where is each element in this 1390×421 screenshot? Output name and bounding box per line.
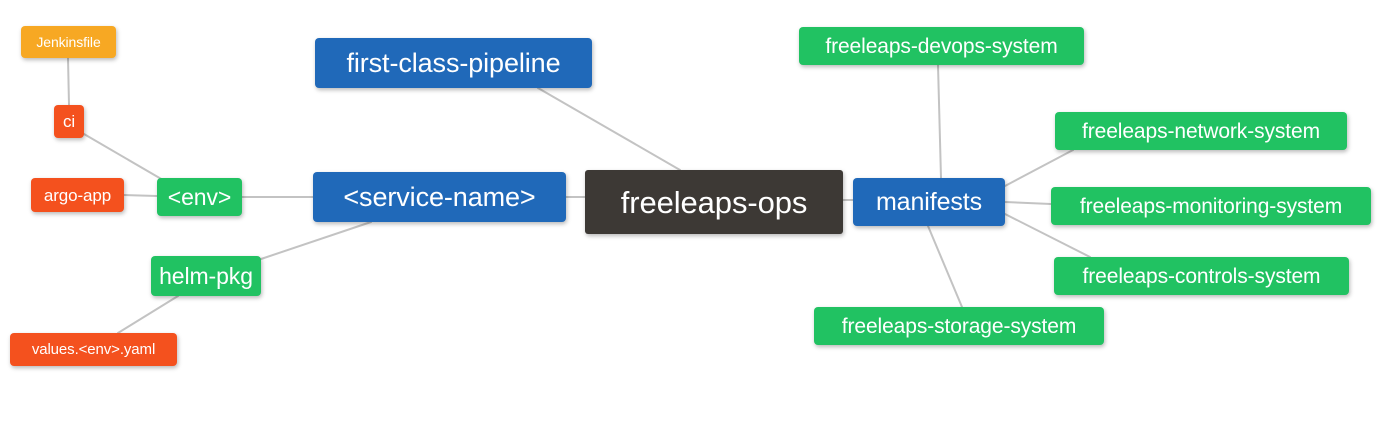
- edge-manifests-to-freeleaps-network-system: [1004, 149, 1074, 187]
- node-helm-pkg[interactable]: helm-pkg: [151, 256, 261, 296]
- node-root[interactable]: freeleaps-ops: [585, 170, 843, 234]
- node-manifests[interactable]: manifests: [853, 178, 1005, 226]
- edge-values-yaml-to-helm-pkg: [117, 295, 179, 334]
- node-label: freeleaps-controls-system: [1082, 264, 1321, 288]
- node-freeleaps-network-system[interactable]: freeleaps-network-system: [1055, 112, 1347, 150]
- node-freeleaps-devops-system[interactable]: freeleaps-devops-system: [799, 27, 1084, 65]
- node-label: manifests: [875, 187, 983, 216]
- node-label: helm-pkg: [159, 262, 253, 289]
- edge-first-class-pipeline-to-root: [537, 87, 681, 171]
- edge-helm-pkg-to-service-name: [260, 221, 372, 260]
- edge-ci-to-env: [83, 133, 164, 181]
- edge-manifests-to-freeleaps-devops-system: [937, 64, 942, 179]
- node-service-name[interactable]: <service-name>: [313, 172, 566, 222]
- edge-manifests-to-freeleaps-storage-system: [927, 225, 963, 308]
- edge-jenkinsfile-to-ci: [67, 57, 70, 106]
- node-label: first-class-pipeline: [346, 47, 561, 78]
- node-label: freeleaps-network-system: [1081, 119, 1320, 143]
- node-values-yaml[interactable]: values.<env>.yaml: [10, 333, 177, 366]
- node-label: <env>: [167, 183, 232, 210]
- node-freeleaps-controls-system[interactable]: freeleaps-controls-system: [1054, 257, 1349, 295]
- node-label: <service-name>: [343, 181, 536, 212]
- node-jenkinsfile[interactable]: Jenkinsfile: [21, 26, 116, 58]
- node-label: values.<env>.yaml: [31, 341, 156, 358]
- node-freeleaps-monitoring-system[interactable]: freeleaps-monitoring-system: [1051, 187, 1371, 225]
- edge-argo-app-to-env: [123, 194, 158, 197]
- node-label: freeleaps-ops: [620, 184, 808, 220]
- node-first-class-pipeline[interactable]: first-class-pipeline: [315, 38, 592, 88]
- node-ci[interactable]: ci: [54, 105, 84, 138]
- node-freeleaps-storage-system[interactable]: freeleaps-storage-system: [814, 307, 1104, 345]
- node-label: freeleaps-storage-system: [841, 314, 1077, 338]
- edge-manifests-to-freeleaps-monitoring-system: [1004, 201, 1052, 205]
- node-argo-app[interactable]: argo-app: [31, 178, 124, 212]
- node-label: freeleaps-monitoring-system: [1079, 194, 1343, 218]
- node-label: freeleaps-devops-system: [825, 34, 1058, 58]
- node-label: argo-app: [43, 185, 112, 205]
- node-label: ci: [62, 112, 76, 131]
- node-env[interactable]: <env>: [157, 178, 242, 216]
- node-label: Jenkinsfile: [36, 34, 101, 50]
